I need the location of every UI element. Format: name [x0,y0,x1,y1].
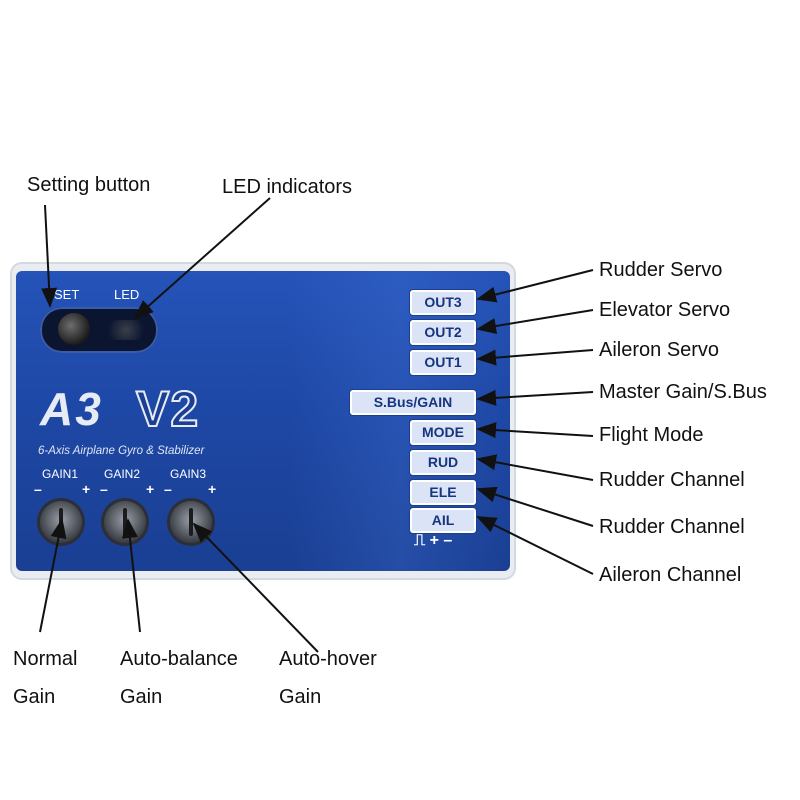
port-out2: OUT2 [410,320,476,345]
callout-autohover-gain-line2: Gain [279,686,322,708]
callout-rudder-channel-2: Rudder Channel [599,516,745,538]
arrow-normal-gain [39,518,67,633]
callout-rudder-servo: Rudder Servo [599,259,723,281]
model-name: A3 [40,383,103,435]
set-label: SET [54,287,80,302]
callout-normal-gain-line1: Normal [13,648,78,670]
arrow-autohover-gain [192,522,319,653]
gain3-minus: – [164,481,172,497]
led-label: LED [114,287,140,302]
port-sbus-gain: S.Bus/GAIN [350,390,476,415]
callout-setting-button: Setting button [27,174,151,196]
callout-autobalance-gain-line1: Auto-balance [120,648,238,670]
device-subtitle: 6-Axis Airplane Gyro & Stabilizer [38,445,205,457]
port-out1: OUT1 [410,350,476,375]
callout-led-indicators: LED indicators [222,176,353,198]
setting-button[interactable] [58,313,90,345]
led-indicator [106,320,146,340]
gain2-label: GAIN2 [104,467,141,481]
callout-aileron-servo: Aileron Servo [599,339,720,361]
callout-normal-gain: Normal Gain [13,640,77,716]
arrow-master-gain [476,389,594,406]
callout-autohover-gain: Auto-hover Gain [279,640,377,716]
gain2-minus: – [100,481,108,497]
arrow-setting-button [41,204,58,308]
model-version: V2 [135,380,200,438]
callout-rudder-channel-1: Rudder Channel [599,469,745,491]
callout-normal-gain-line2: Gain [13,686,56,708]
gain1-plus: + [82,481,91,497]
arrow-aileron-servo [476,349,594,366]
port-mode: MODE [410,420,476,445]
arrow-aileron-channel [476,516,594,575]
callout-aileron-channel: Aileron Channel [599,564,742,586]
gain3-plus: + [208,481,217,497]
arrow-rudder-servo [476,269,594,303]
port-out3: OUT3 [410,290,476,315]
gain1-minus: – [34,481,42,497]
gain2-plus: + [146,481,155,497]
arrow-led [133,197,271,320]
callout-elevator-servo: Elevator Servo [599,299,731,321]
port-rud: RUD [410,450,476,475]
gain3-label: GAIN3 [170,467,207,481]
gain1-label: GAIN1 [42,467,79,481]
arrow-autobalance-gain [121,518,141,633]
pin-legend: ⎍ + – [414,532,453,549]
callout-autohover-gain-line1: Auto-hover [279,648,377,670]
callout-master-gain: Master Gain/S.Bus [599,381,767,403]
callout-autobalance-gain-line2: Gain [120,686,163,708]
port-ele: ELE [410,480,476,505]
callout-flight-mode: Flight Mode [599,424,704,446]
arrow-rudder-channel-2 [476,486,594,527]
arrow-elevator-servo [476,309,594,334]
port-ail: AIL [410,508,476,533]
arrow-flight-mode [476,422,594,439]
arrow-rudder-channel-1 [476,454,594,481]
callout-autobalance-gain: Auto-balance Gain [120,640,238,716]
